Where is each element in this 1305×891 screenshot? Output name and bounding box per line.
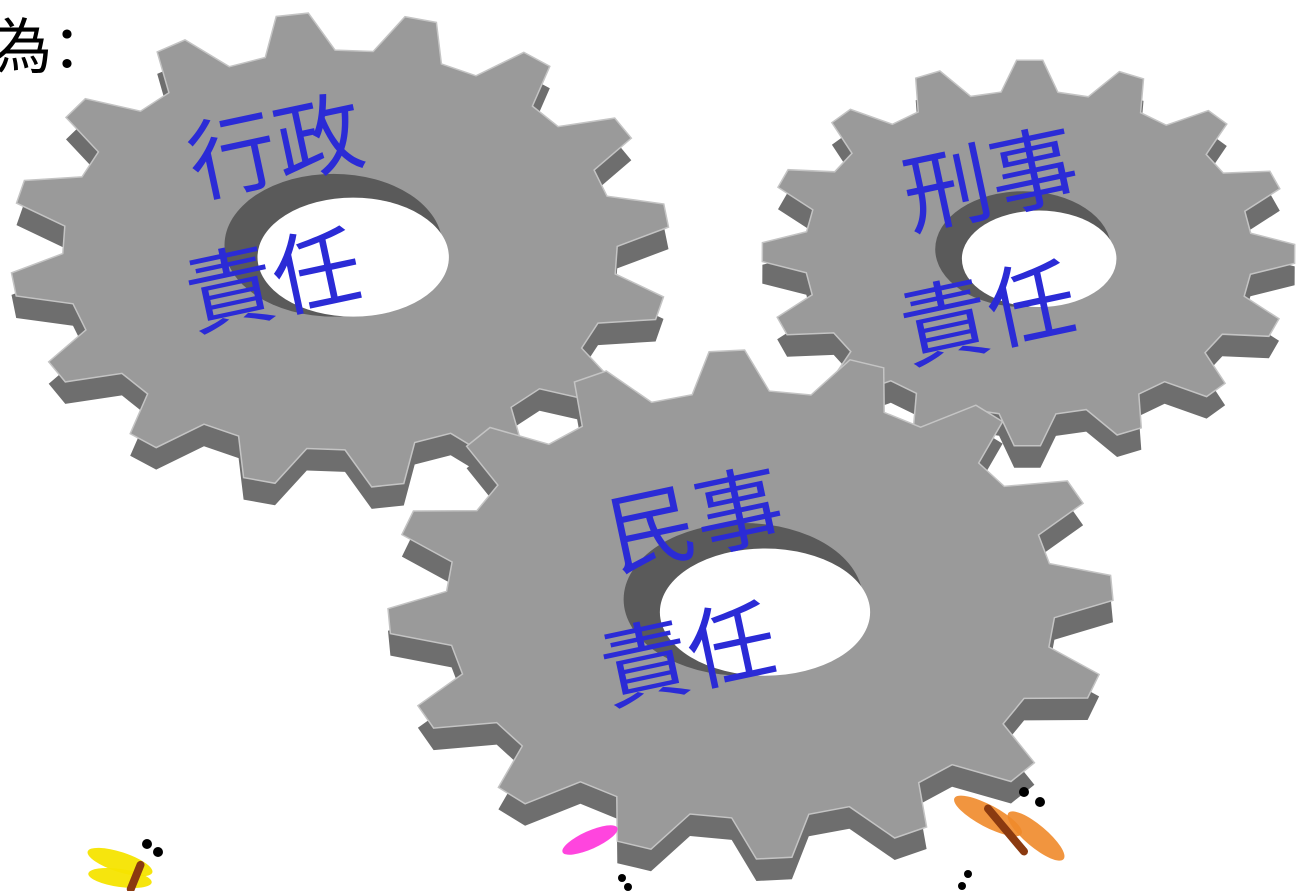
dragonfly-icon bbox=[80, 830, 200, 891]
label-line-2: 責任 bbox=[593, 595, 783, 718]
dragonfly-wing bbox=[559, 820, 621, 861]
gear-label-civil: 民事 責任 bbox=[591, 447, 890, 753]
gear-label-administrative: 行政 責任 bbox=[181, 72, 480, 378]
gear-label-criminal: 刑事 責任 bbox=[886, 107, 1185, 413]
dragonfly-icon bbox=[950, 778, 1085, 891]
label-line-2: 責任 bbox=[178, 221, 368, 344]
dragonfly-icon bbox=[552, 818, 672, 891]
label-line-2: 責任 bbox=[893, 254, 1083, 377]
